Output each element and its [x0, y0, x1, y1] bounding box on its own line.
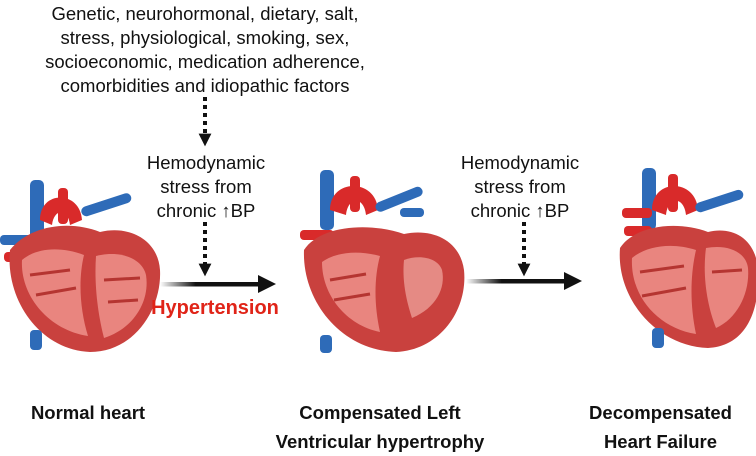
stage-label-normal: Normal heart — [0, 398, 176, 427]
hemodynamic-stress-left: Hemodynamic stress from chronic ↑BP — [118, 151, 294, 223]
factors-line: Genetic, neurohormonal, dietary, salt, — [51, 3, 359, 24]
stage-line: Ventricular hypertrophy — [275, 431, 485, 452]
stress-line: stress from — [474, 176, 566, 197]
stress-line: Hemodynamic — [460, 152, 580, 173]
stage-line: Heart Failure — [603, 431, 718, 452]
stage-label-decompensated: Decompensated Heart Failure — [565, 398, 756, 456]
progression-arrow-right — [466, 272, 582, 290]
factors-line: socioeconomic, medication adherence, — [45, 51, 365, 72]
stress-line: stress from — [160, 176, 252, 197]
stress-line: chronic ↑BP — [156, 200, 256, 221]
risk-factors-text: Genetic, neurohormonal, dietary, salt, s… — [0, 2, 410, 98]
stress-line: Hemodynamic — [146, 152, 266, 173]
hypertrophy-heart-icon — [300, 170, 465, 353]
progression-arrow-left — [160, 275, 276, 293]
factors-line: comorbidities and idiopathic factors — [60, 75, 350, 96]
hemodynamic-stress-right: Hemodynamic stress from chronic ↑BP — [432, 151, 608, 223]
stage-label-compensated: Compensated Left Ventricular hypertrophy — [260, 398, 500, 456]
factors-line: stress, physiological, smoking, sex, — [60, 27, 350, 48]
stress-line: chronic ↑BP — [470, 200, 570, 221]
hypertension-label: Hypertension — [151, 297, 279, 319]
normal-heart-icon — [0, 180, 161, 352]
stage-line: Decompensated — [589, 402, 732, 423]
stage-line: Compensated Left — [299, 402, 461, 423]
stage-line: Normal heart — [30, 402, 146, 423]
failing-heart-icon — [619, 168, 756, 348]
